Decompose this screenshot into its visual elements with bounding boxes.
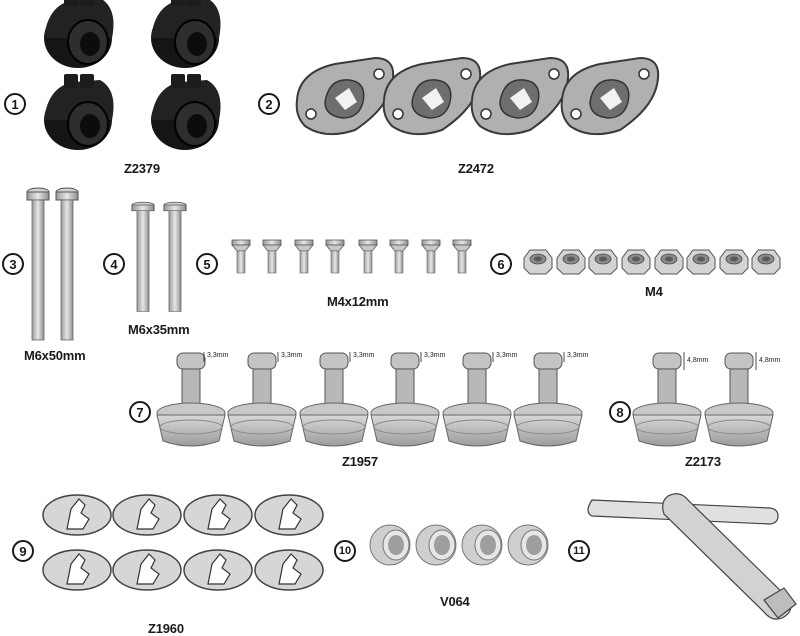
dimension-marks: [203, 352, 757, 370]
item-number-9: 9: [12, 540, 34, 562]
screw-m4x12-8: [452, 239, 472, 274]
dim-z1957-6: 3,3mm: [567, 352, 589, 359]
grommet-z1957-4: [370, 352, 440, 447]
item-number-5: 5: [196, 253, 218, 275]
screw-m4x12-2: [262, 239, 282, 274]
label-z1960: Z1960: [148, 621, 184, 636]
cap-z2379-2: [150, 0, 222, 69]
grommet-z1957-6: [513, 352, 583, 447]
item-number-6: 6: [490, 253, 512, 275]
dim-z1957-4: 3,3mm: [424, 352, 446, 359]
bolt-m6x50-1: [26, 187, 50, 341]
item-number-11: 11: [568, 540, 590, 562]
dim-z2173-1: 4,8mm: [687, 357, 709, 364]
cap-z2379-3: [43, 73, 115, 151]
dim-z1957-5: 3,3mm: [496, 352, 518, 359]
screw-m4x12-7: [421, 239, 441, 274]
label-m6x35mm: M6x35mm: [128, 322, 190, 337]
dim-z2173-2: 4,8mm: [759, 357, 781, 364]
nut-m4-6: [686, 249, 716, 275]
dim-z1957-1: 3,3mm: [207, 352, 229, 359]
nut-m4-5: [654, 249, 684, 275]
clip-z1960-7: [183, 549, 253, 591]
label-m4x12mm: M4x12mm: [327, 294, 389, 309]
clip-z1960-4: [254, 494, 324, 536]
label-z1957: Z1957: [342, 454, 378, 469]
screw-m4x12-1: [231, 239, 251, 274]
item-number-4: 4: [103, 253, 125, 275]
nut-m4-2: [556, 249, 586, 275]
cap-z2379-1: [43, 0, 115, 69]
clip-z1960-1: [42, 494, 112, 536]
nut-m4-3: [588, 249, 618, 275]
item-number-10: 10: [334, 540, 356, 562]
bushing-v064-3: [461, 524, 503, 566]
label-z2379: Z2379: [124, 161, 160, 176]
grommet-z1957-3: [299, 352, 369, 447]
grommet-z1957-2: [227, 352, 297, 447]
item-number-7: 7: [129, 401, 151, 423]
item-number-3: 3: [2, 253, 24, 275]
screw-m4x12-6: [389, 239, 409, 274]
clip-z1960-5: [42, 549, 112, 591]
item-number-8: 8: [609, 401, 631, 423]
bolt-m6x35-2: [163, 201, 187, 313]
dim-z1957-3: 3,3mm: [353, 352, 375, 359]
nut-m4-1: [523, 249, 553, 275]
bushing-v064-2: [415, 524, 457, 566]
clip-z1960-6: [112, 549, 182, 591]
grommet-z1957-5: [442, 352, 512, 447]
grommet-z2173-1: [632, 352, 702, 447]
label-z2472: Z2472: [458, 161, 494, 176]
item-number-2: 2: [258, 93, 280, 115]
nut-m4-7: [719, 249, 749, 275]
bolt-m6x50-2: [55, 187, 79, 341]
bushing-v064-4: [507, 524, 549, 566]
plate-z2472-3: [470, 57, 570, 136]
plate-z2472-4: [560, 57, 660, 136]
item-number-1: 1: [4, 93, 26, 115]
key-tool: [587, 493, 797, 620]
label-m6x50mm: M6x50mm: [24, 348, 86, 363]
bolt-m6x35-1: [131, 201, 155, 313]
screw-m4x12-5: [358, 239, 378, 274]
plate-z2472-2: [382, 57, 482, 136]
nut-m4-4: [621, 249, 651, 275]
clip-z1960-8: [254, 549, 324, 591]
label-v064: V064: [440, 594, 470, 609]
plate-z2472-1: [295, 57, 395, 136]
clip-z1960-3: [183, 494, 253, 536]
grommet-z1957-1: [156, 352, 226, 447]
screw-m4x12-3: [294, 239, 314, 274]
grommet-z2173-2: [704, 352, 774, 447]
cap-z2379-4: [150, 73, 222, 151]
screw-m4x12-4: [325, 239, 345, 274]
nut-m4-8: [751, 249, 781, 275]
dim-z1957-2: 3,3mm: [281, 352, 303, 359]
bushing-v064-1: [369, 524, 411, 566]
clip-z1960-2: [112, 494, 182, 536]
label-z2173: Z2173: [685, 454, 721, 469]
label-m4: M4: [645, 284, 663, 299]
